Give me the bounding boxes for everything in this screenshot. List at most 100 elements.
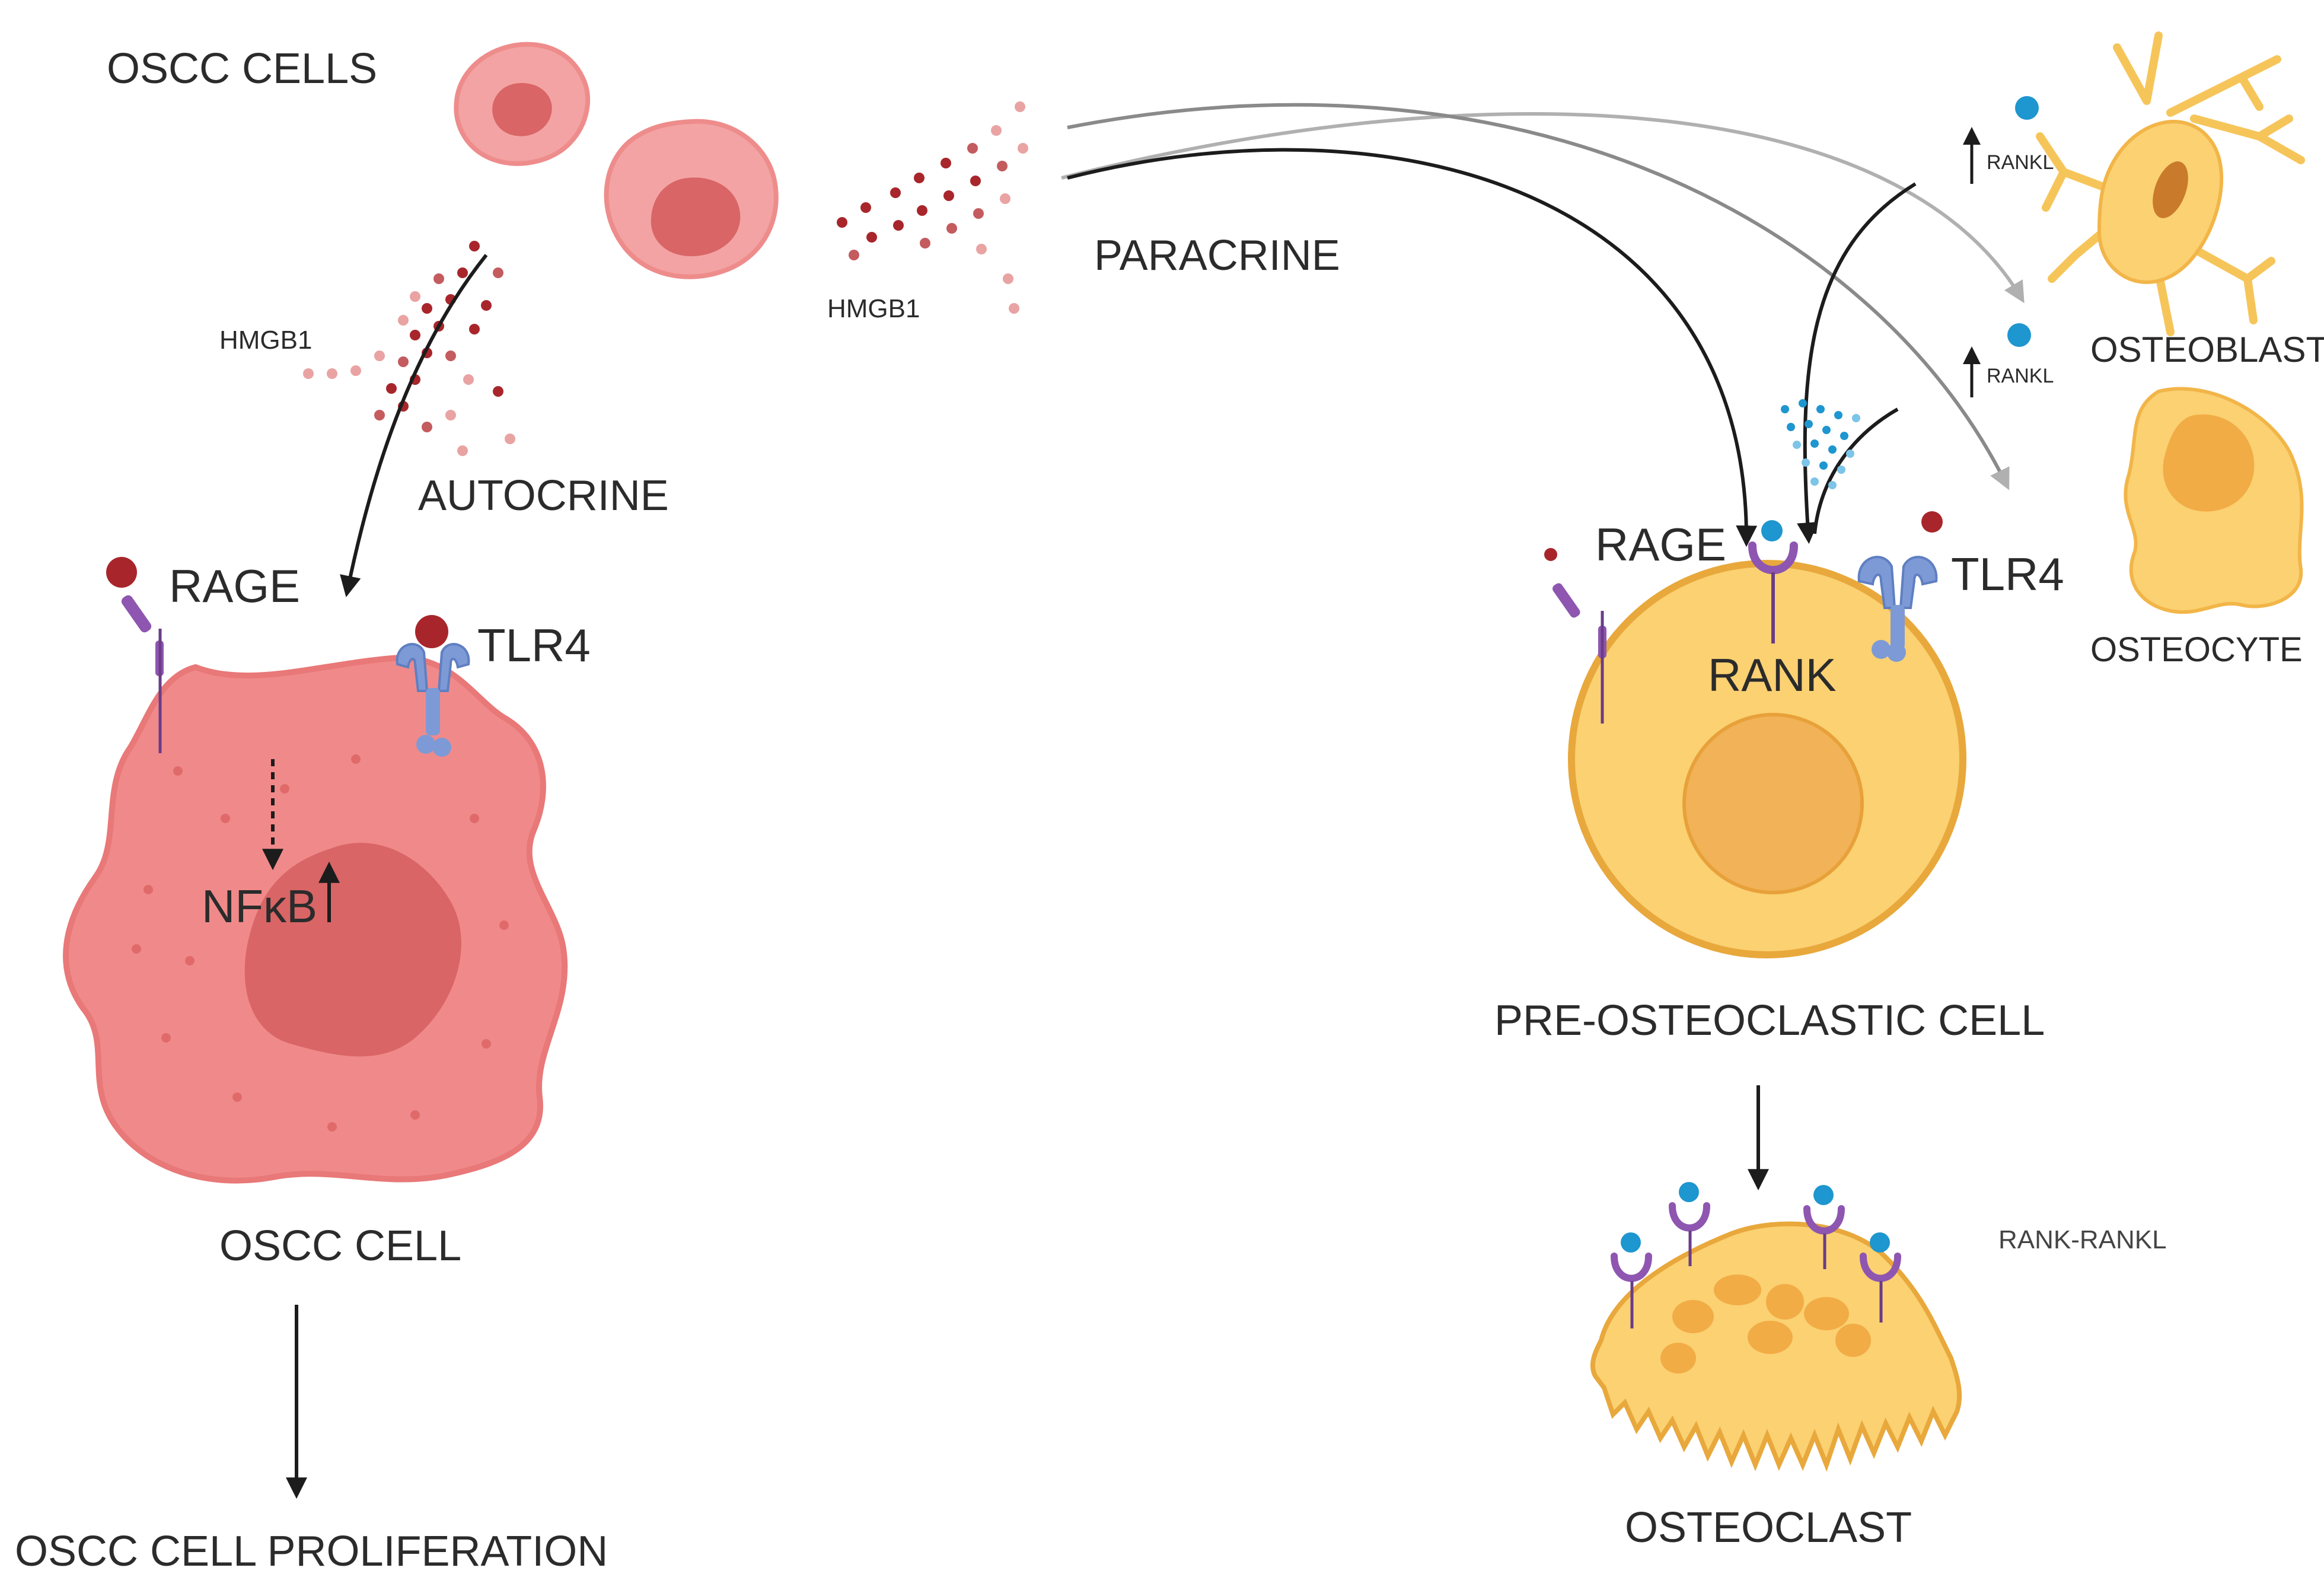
label-rankl-osteocyte: RANKL	[1987, 365, 2054, 387]
oscc-cell-large	[63, 655, 568, 1184]
hmgb1-molecule-icon	[415, 615, 448, 648]
rankl-molecule-icon	[1840, 432, 1848, 440]
rankl-molecule-icon	[1761, 520, 1783, 541]
rank-rankl-complex	[1669, 1182, 1710, 1266]
hmgb1-molecule-icon	[505, 434, 515, 444]
hmgb1-molecule-icon	[997, 161, 1008, 171]
hmgb1-molecule-icon	[303, 368, 314, 379]
osteocyte-icon	[2124, 387, 2304, 614]
label-rage-left: RAGE	[169, 560, 300, 612]
hmgb1-molecule-icon	[917, 205, 927, 216]
rankl-molecule-icon	[1802, 458, 1810, 467]
rank-receptor-icon	[1669, 1202, 1710, 1232]
rankl-cloud	[1781, 399, 1860, 489]
rank-receptor-icon	[1803, 1205, 1845, 1235]
hmgb1-molecule-icon	[350, 365, 361, 376]
hmgb1-molecule-icon	[463, 374, 474, 385]
hmgb1-molecule-icon	[410, 330, 420, 340]
rank-receptor-icon	[1860, 1253, 1901, 1282]
hmgb1-molecule-icon	[433, 273, 444, 284]
label-pre-osteoclastic-cell: PRE-OSTEOCLASTIC CELL	[1494, 997, 2045, 1044]
rankl-molecule-icon	[1810, 439, 1819, 448]
hmgb1-molecule-icon	[374, 350, 385, 361]
hmgb1-molecule-icon	[914, 173, 925, 183]
hmgb1-molecule-icon	[106, 557, 137, 588]
rankl-molecule-icon	[1816, 405, 1825, 413]
label-rage-right: RAGE	[1595, 518, 1726, 571]
paracrine-arrow-osteoblast	[1061, 112, 2025, 304]
hmgb1-molecule-icon	[837, 217, 847, 228]
hmgb1-molecule-icon	[457, 267, 468, 278]
hmgb1-molecule-icon	[976, 244, 987, 254]
rankl-molecule-icon	[1805, 420, 1813, 428]
oscc-nucleus	[244, 843, 461, 1057]
rank-rankl-complexes	[1611, 1182, 1901, 1328]
rank-receptor-icon	[1748, 541, 1798, 575]
paracrine-arrow-osteocyte	[1067, 103, 2010, 490]
tlr4-receptor-right	[1857, 511, 1943, 662]
hmgb1-molecule-icon	[1015, 101, 1025, 112]
oscc-cell-icon	[604, 119, 779, 279]
label-oscc-cell: OSCC CELL	[219, 1222, 461, 1270]
hmgb1-paracrine-cloud	[837, 101, 1028, 314]
hmgb1-molecule-icon	[398, 356, 409, 367]
hmgb1-molecule-icon	[1018, 143, 1028, 154]
rankl-molecule-icon	[1828, 445, 1837, 454]
label-osteoclast: OSTEOCLAST	[1625, 1504, 1912, 1551]
rankl-molecule-icon	[1834, 411, 1842, 419]
oscc-cell-icon	[454, 42, 591, 166]
tlr4-receptor-icon	[396, 643, 470, 757]
label-rank: RANK	[1708, 649, 1837, 701]
oscc-cells-small-group	[454, 42, 779, 279]
rankl-molecule-icon	[1799, 399, 1807, 407]
hmgb1-molecule-icon	[469, 241, 480, 251]
label-oscc-cell-proliferation: OSCC CELL PROLIFERATION	[15, 1528, 608, 1575]
label-tlr4-right: TLR4	[1951, 548, 2064, 600]
rank-rankl-complex	[1611, 1232, 1652, 1328]
label-autocrine: AUTOCRINE	[418, 472, 669, 520]
rankl-arrow-from-osteoblast	[1797, 182, 1917, 544]
hmgb1-molecule-icon	[374, 410, 385, 420]
hmgb1-molecule-icon	[967, 143, 978, 154]
hmgb1-molecule-icon	[493, 386, 503, 397]
rage-receptor-icon	[1552, 583, 1606, 724]
osteoblast-icon	[2036, 31, 2305, 336]
hmgb1-molecule-icon	[970, 176, 981, 186]
paracrine-arrow-preosteoclast	[1067, 148, 1758, 547]
hmgb1-molecule-icon	[493, 267, 503, 278]
rankl-molecule-icon	[1822, 426, 1831, 434]
osteoclast-icon	[1590, 1221, 1962, 1472]
hmgb1-molecule-icon	[991, 125, 1002, 136]
hmgb1-autocrine-cloud	[303, 241, 515, 456]
label-nfkb: NFκB	[202, 880, 317, 932]
hmgb1-molecule-icon	[849, 250, 859, 260]
hmgb1-molecule-icon	[410, 291, 420, 302]
hmgb1-molecule-icon	[890, 187, 901, 198]
hmgb1-molecule-icon	[445, 410, 456, 420]
tlr4-receptor-left	[396, 615, 470, 757]
rankl-molecule-icon	[1837, 466, 1845, 474]
rankl-molecule-icon	[1793, 441, 1801, 449]
hmgb1-molecule-icon	[946, 223, 957, 234]
rankl-molecule-icon	[2007, 323, 2031, 347]
label-paracrine: PARACRINE	[1094, 232, 1340, 279]
rankl-molecule-icon	[1828, 481, 1837, 489]
rank-rankl-complex	[1860, 1232, 1901, 1323]
hmgb1-molecule-icon	[386, 383, 397, 394]
tlr4-receptor-icon	[1857, 556, 1938, 662]
hmgb1-molecule-icon	[422, 422, 432, 432]
hmgb1-molecule-icon	[973, 208, 984, 219]
hmgb1-molecule-icon	[398, 315, 409, 326]
rankl-molecule-icon	[1810, 477, 1819, 486]
pre-osteoclast-icon	[1568, 560, 1966, 958]
hmgb1-molecule-icon	[860, 202, 871, 213]
rankl-molecule-icon	[1787, 423, 1795, 431]
rankl-indicator-osteoblast	[1963, 96, 2039, 184]
rage-receptor-left	[106, 557, 164, 753]
label-tlr4-left: TLR4	[477, 619, 591, 671]
rankl-molecule-icon	[1852, 414, 1860, 422]
rankl-molecule-icon	[1846, 450, 1854, 458]
hmgb1-molecule-icon	[445, 350, 456, 361]
